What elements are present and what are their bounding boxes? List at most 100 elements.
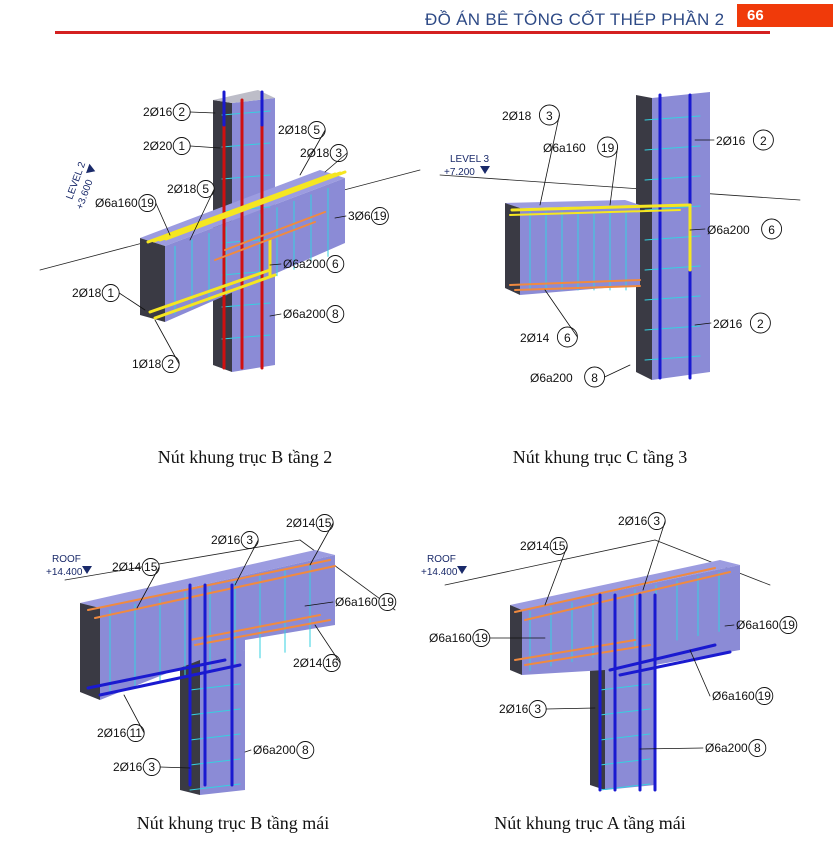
level-elevation: +14.400 <box>421 567 458 578</box>
rebar-spec: 2Ø18 <box>502 109 532 123</box>
rebar-mark-circle <box>779 616 798 634</box>
leader-line <box>689 228 706 231</box>
beam-bottom-rebar <box>153 273 277 320</box>
gridline <box>444 539 656 586</box>
rebar-spec: Ø6a200 <box>253 743 296 757</box>
rebar-mark-number: 8 <box>332 307 339 321</box>
beam-top-face <box>80 550 335 608</box>
rebar-mark-circle <box>326 305 345 323</box>
gridline <box>439 174 801 201</box>
leader-line <box>154 319 180 365</box>
rebar-spec: 3Ø6 <box>348 209 371 223</box>
rebar-spec: 2Ø14 <box>112 560 142 574</box>
rebar-mark-number: 1 <box>178 139 185 153</box>
rebar-mark-circle <box>748 739 767 757</box>
rebar-spec: 2Ø18 <box>278 123 308 137</box>
rebar-spec: Ø6a160 <box>736 618 779 632</box>
leader-line <box>136 566 160 609</box>
beam-top-face <box>510 560 740 610</box>
rebar-mark-number: 15 <box>552 539 566 553</box>
leader-line <box>639 747 704 750</box>
rebar-spec: 2Ø14 <box>286 516 316 530</box>
rebar-mark-number: 5 <box>313 123 320 137</box>
column-stirrup <box>599 683 651 691</box>
leader-line <box>189 145 221 149</box>
rebar-spec: 2Ø16 <box>113 760 143 774</box>
beam-top-rebar <box>87 559 331 611</box>
beam-top-rebar <box>94 565 336 619</box>
level-triangle-icon <box>82 566 92 574</box>
rebar-mark-number: 19 <box>373 209 387 223</box>
level-name: ROOF <box>427 554 456 565</box>
leader-line <box>334 215 347 219</box>
beam-bottom-rebar <box>194 619 331 646</box>
leader-line <box>604 364 631 378</box>
rebar-mark-circle <box>749 312 771 334</box>
level-triangle-icon <box>86 163 96 174</box>
leader-line <box>544 545 568 606</box>
rebar-spec: Ø6a200 <box>707 223 750 237</box>
beam-front-face <box>522 565 740 675</box>
rebar-mark-number: 19 <box>381 595 395 609</box>
beam-front-face <box>100 555 335 700</box>
rebar-spec: 2Ø20 <box>143 139 173 153</box>
rebar-mark-number: 16 <box>325 656 339 670</box>
rebar-spec: Ø6a160 <box>95 196 138 210</box>
beam-top-face <box>505 200 640 208</box>
rebar-mark-number: 2 <box>167 357 174 371</box>
leader-line <box>694 322 712 326</box>
beam-end-face <box>510 605 522 675</box>
column-stirrup <box>599 708 651 716</box>
beam-front-face <box>165 178 345 322</box>
rebar-mark-circle <box>755 687 774 705</box>
figure-caption: Nút khung trục B tầng 2 <box>157 447 333 467</box>
leader-line <box>234 539 259 586</box>
gridline <box>64 539 301 581</box>
leader-line <box>642 520 666 591</box>
rebar-spec: 2Ø16 <box>143 105 173 119</box>
rebar-mark-number: 2 <box>178 105 185 119</box>
rebar-label: Ø6a200 8 <box>244 741 315 759</box>
figure-caption: Nút khung trục C tầng 3 <box>512 447 688 467</box>
beam-bottom-rebar <box>524 644 651 666</box>
beam-top-rebar <box>509 209 681 216</box>
rebar-spec: Ø6a200 <box>283 257 326 271</box>
rebar-label: 2Ø20 1 <box>143 137 221 155</box>
leader-line <box>299 129 326 176</box>
leader-line <box>689 649 711 697</box>
leader-line <box>189 111 216 114</box>
beam-bottom-rebar <box>98 663 242 697</box>
level-name: ROOF <box>52 554 81 565</box>
leader-line <box>324 152 348 173</box>
rebar-spec: 2Ø14 <box>293 656 323 670</box>
rebar-spec: 2Ø16 <box>97 726 127 740</box>
rebar-mark-number: 3 <box>246 533 253 547</box>
rebar-mark-circle <box>761 218 783 240</box>
rebar-mark-number: 3 <box>148 760 155 774</box>
rebar-mark-number: 8 <box>302 743 309 757</box>
rebar-mark-number: 2 <box>757 317 764 331</box>
leader-line <box>309 522 334 566</box>
leader-line <box>544 289 578 338</box>
beam-bottom-rebar <box>86 658 227 690</box>
leader-line <box>118 292 146 311</box>
leader-line <box>539 114 560 206</box>
beam-bottom-rebar <box>509 279 641 286</box>
leader-line <box>545 707 596 710</box>
